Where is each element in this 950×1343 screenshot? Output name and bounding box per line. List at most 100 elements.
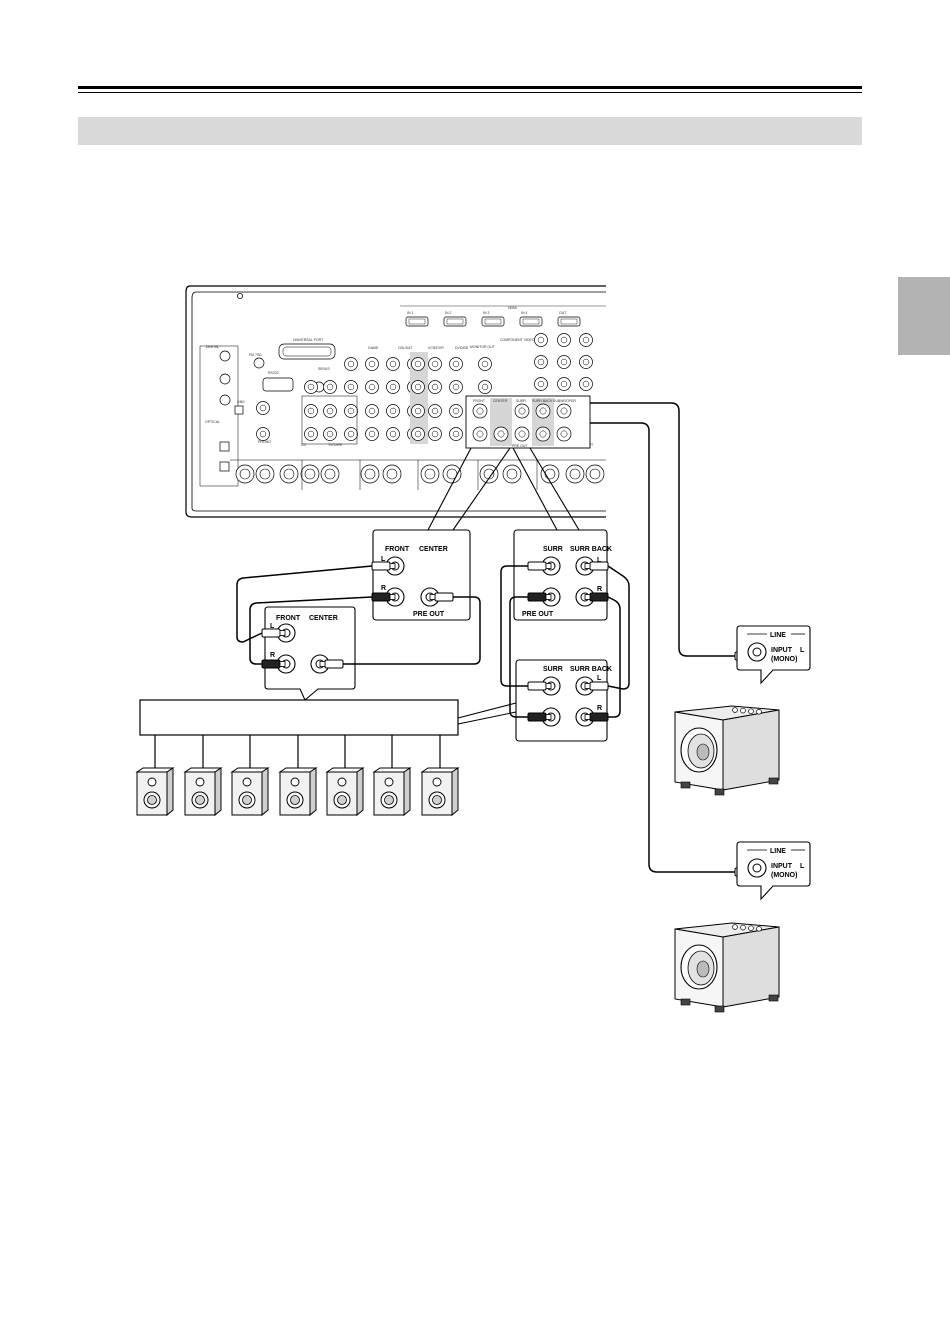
- rca-plug: [371, 561, 396, 571]
- speaker-terminal: [565, 464, 585, 484]
- svg-text:L: L: [381, 556, 386, 563]
- rca-jack: [386, 427, 400, 441]
- rca-jack: [449, 357, 463, 371]
- svg-text:MONITOR OUT: MONITOR OUT: [470, 345, 496, 349]
- rca-jack: [411, 380, 425, 394]
- svg-text:VCR/DVR: VCR/DVR: [428, 346, 444, 350]
- rca-plug: [584, 712, 609, 722]
- rca-jack: [411, 427, 425, 441]
- speaker: [372, 767, 412, 817]
- sub-input-label: INPUT: [771, 863, 793, 870]
- hdmi-jack: IN 3: [481, 311, 505, 327]
- rca-jack: [557, 377, 571, 391]
- speaker-terminal: [502, 464, 522, 484]
- rca-jack: [365, 404, 379, 418]
- rca-jack: [304, 427, 318, 441]
- hdmi-jack: IN 2: [443, 311, 467, 327]
- sub-line-label: LINE: [770, 848, 786, 855]
- hdmi-label: HDMI: [508, 306, 517, 310]
- sub-channel-label: L: [800, 863, 805, 870]
- chapter-side-tab: [898, 277, 950, 355]
- rca-jack: [535, 403, 551, 419]
- svg-text:GND: GND: [237, 400, 245, 404]
- hdmi-jack-label: IN 3: [483, 311, 489, 315]
- rca-jack: [256, 427, 270, 441]
- hdmi-jack: IN 1: [405, 311, 429, 327]
- sub-line-label: LINE: [770, 632, 786, 639]
- control-ports: FM 75Ω UNIVERSAL PORT SIRIUS RS232 GND: [234, 338, 336, 415]
- svg-text:PRE OUT: PRE OUT: [512, 444, 528, 448]
- rca-jack: [323, 427, 337, 441]
- svg-text:RS232: RS232: [268, 371, 279, 375]
- svg-text:TV/TAPE: TV/TAPE: [328, 443, 343, 447]
- rca-plug: [527, 681, 552, 691]
- speaker-terminal: [540, 464, 560, 484]
- rca-jack: [428, 357, 442, 371]
- hdmi-jack-label: IN 1: [407, 311, 413, 315]
- rca-jack: [579, 377, 593, 391]
- av-input-jacks: GAME CBL/SAT VCR/DVR DVD/BD MONITOR OUT …: [256, 333, 594, 447]
- rca-jack: [365, 427, 379, 441]
- rca-plug: [527, 712, 552, 722]
- rca-plug: [319, 659, 344, 669]
- speaker: [325, 767, 365, 817]
- rca-jack: [411, 357, 425, 371]
- rca-plug: [527, 592, 552, 602]
- sub-input-label: INPUT: [771, 647, 793, 654]
- speaker-terminal: [279, 464, 299, 484]
- svg-text:R: R: [597, 586, 602, 593]
- svg-text:SURR BACK: SURR BACK: [532, 399, 553, 403]
- speaker: [135, 767, 175, 817]
- speaker-terminal: [255, 464, 275, 484]
- rca-plug: [584, 681, 609, 691]
- callout-amp-surr: SURR SURR BACK L R: [515, 659, 612, 742]
- speaker-terminal: [442, 464, 462, 484]
- sub-channel-label: L: [800, 647, 805, 654]
- svg-text:COMPONENT VIDEO: COMPONENT VIDEO: [500, 338, 535, 342]
- svg-text:SURR: SURR: [543, 666, 563, 673]
- rca-jack: [344, 380, 358, 394]
- section-heading-bar: [78, 117, 862, 145]
- svg-text:FRONT: FRONT: [385, 546, 410, 553]
- rca-plug: [371, 592, 396, 602]
- svg-text:PHONO: PHONO: [258, 440, 271, 444]
- speaker: [278, 767, 318, 817]
- speaker-terminal: [585, 464, 605, 484]
- svg-text:OPTICAL: OPTICAL: [205, 420, 220, 424]
- rca-jack: [323, 380, 337, 394]
- speakers: [135, 767, 460, 817]
- rca-jack: [514, 403, 530, 419]
- hdmi-jack: IN 4: [519, 311, 543, 327]
- svg-text:GAME: GAME: [368, 346, 379, 350]
- rca-plug: [429, 592, 454, 602]
- svg-text:FRONT: FRONT: [276, 615, 301, 622]
- rca-jack: [344, 427, 358, 441]
- rca-jack: [535, 426, 551, 442]
- rca-plug: [261, 659, 286, 669]
- svg-text:DIGITAL: DIGITAL: [206, 345, 219, 349]
- speaker: [230, 767, 270, 817]
- rca-jack: [428, 404, 442, 418]
- rca-jack: [323, 404, 337, 418]
- rca-jack: [534, 377, 548, 391]
- rca-jack: [411, 404, 425, 418]
- svg-text:CD: CD: [301, 443, 307, 447]
- rca-jack: [449, 380, 463, 394]
- rca-jack: [304, 380, 318, 394]
- hdmi-jack-label: IN 2: [445, 311, 451, 315]
- rca-jack: [557, 333, 571, 347]
- svg-text:CENTER: CENTER: [309, 615, 338, 622]
- svg-text:SUBWOOFER: SUBWOOFER: [553, 399, 576, 403]
- receiver-pre-out-block: FRONT CENTER SURR SURR BACK SUBWOOFER PR…: [465, 395, 591, 449]
- rca-jack: [449, 404, 463, 418]
- svg-text:DVD/BD: DVD/BD: [455, 346, 469, 350]
- rca-jack: [449, 427, 463, 441]
- svg-text:R: R: [597, 705, 602, 712]
- rca-plug: [584, 561, 609, 571]
- rca-plug: [261, 628, 286, 638]
- speaker-terminal: [360, 464, 380, 484]
- rca-jack: [386, 380, 400, 394]
- rca-jack: [534, 333, 548, 347]
- rca-jack: [365, 357, 379, 371]
